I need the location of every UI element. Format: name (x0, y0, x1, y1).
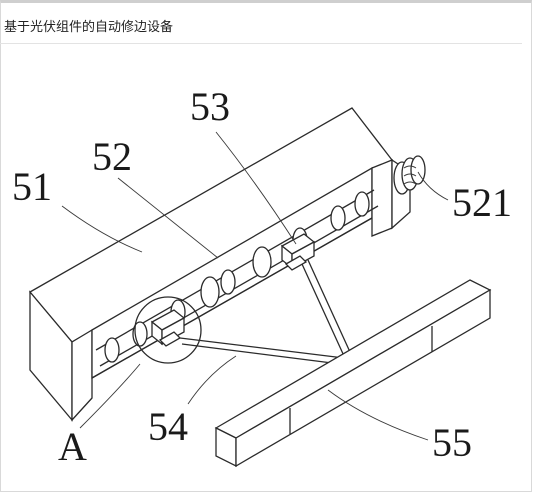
trim-bar-55 (214, 279, 492, 468)
label-55: 55 (432, 420, 472, 465)
title-divider (0, 43, 522, 44)
slider-53-left (150, 309, 186, 347)
label-a: A (58, 424, 87, 469)
label-521: 521 (452, 180, 512, 225)
slider-53-right (280, 233, 316, 271)
label-51: 51 (12, 164, 52, 209)
label-54: 54 (148, 404, 188, 449)
detail-circle-a (134, 296, 202, 364)
link-rods-54 (179, 259, 351, 365)
label-53: 53 (190, 84, 230, 129)
leader-lines (61, 131, 449, 441)
screw-shaft-52 (95, 189, 379, 367)
motor-521 (393, 155, 426, 195)
document-title: 基于光伏组件的自动修边设备 (4, 19, 174, 34)
label-52: 52 (92, 134, 132, 179)
